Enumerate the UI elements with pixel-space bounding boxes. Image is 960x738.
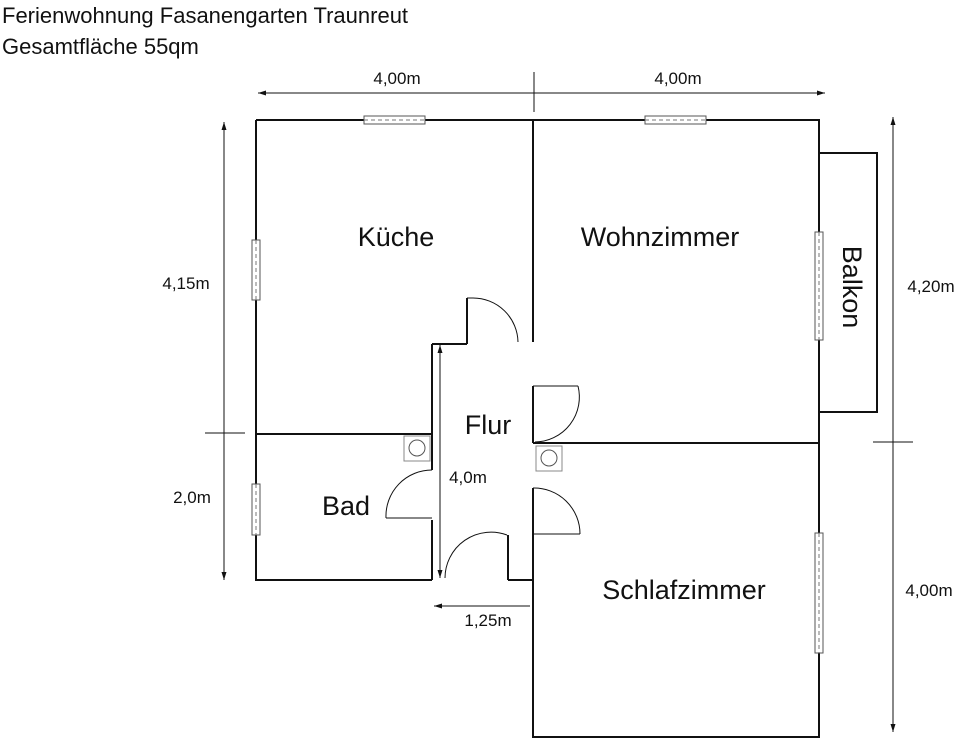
vent-bad <box>403 435 431 462</box>
total-area: Gesamtfläche 55qm <box>2 34 199 59</box>
window-wohnzimmer-balkon <box>814 231 824 341</box>
door-bad <box>385 469 433 519</box>
window-kueche-left <box>251 239 261 301</box>
dim-label-right-lower: 4,00m <box>905 581 952 600</box>
dimension-lines <box>205 72 913 732</box>
door-wohnzimmer <box>533 385 580 443</box>
window-kueche-top <box>363 115 426 125</box>
window-wohnzimmer-top <box>644 115 707 125</box>
room-label-flur: Flur <box>465 410 512 440</box>
vent-flur <box>535 445 563 472</box>
door-schlafzimmer <box>532 487 581 535</box>
dim-label-right-upper: 4,20m <box>907 277 954 296</box>
door-kueche <box>467 297 519 343</box>
room-label-wohnzimmer: Wohnzimmer <box>581 222 740 252</box>
dim-label-flur-length: 4,0m <box>449 468 487 487</box>
window-bad-left <box>251 483 261 536</box>
windows <box>251 115 824 654</box>
room-label-kueche: Küche <box>358 222 435 252</box>
room-label-balkon: Balkon <box>837 246 867 329</box>
room-label-bad: Bad <box>322 491 370 521</box>
ventilation-shafts <box>403 435 563 472</box>
doors <box>385 297 581 579</box>
window-schlafzimmer-right <box>814 532 824 654</box>
dim-label-left-upper: 4,15m <box>162 274 209 293</box>
dim-label-flur-width: 1,25m <box>464 611 511 630</box>
dim-label-left-lower: 2,0m <box>173 488 211 507</box>
dim-label-top-right: 4,00m <box>654 69 701 88</box>
plan-title: Ferienwohnung Fasanengarten Traunreut <box>2 3 409 28</box>
door-entrance <box>444 531 508 579</box>
room-label-schlafzimmer: Schlafzimmer <box>602 575 766 605</box>
dim-label-top-left: 4,00m <box>373 69 420 88</box>
